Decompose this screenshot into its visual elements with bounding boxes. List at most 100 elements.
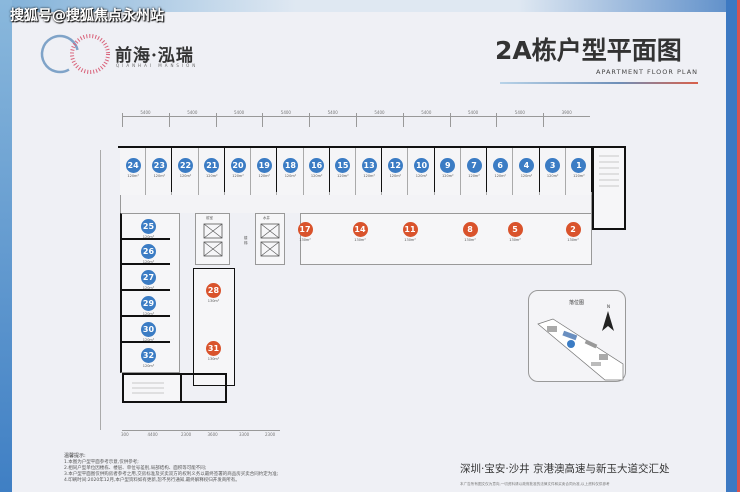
unit-area: 120m² <box>127 174 139 178</box>
unit-area: 120m² <box>142 234 155 239</box>
unit-area: 120m² <box>573 174 585 178</box>
stairwell-east <box>592 146 626 230</box>
right-red-stripe <box>737 0 740 492</box>
unit-badge[interactable]: 32 <box>141 347 156 363</box>
unit-badge[interactable]: 9 <box>440 158 456 173</box>
unit-badge[interactable]: 29 <box>141 295 156 311</box>
unit-area: 120m² <box>153 174 166 178</box>
left-dimension-line <box>100 150 101 430</box>
project-address: 深圳·宝安·沙井 京港澳高速与新玉大道交汇处 <box>460 463 670 475</box>
elevator-icon <box>203 223 223 257</box>
north-arrow-icon <box>602 311 614 331</box>
left-stripe <box>0 0 12 492</box>
unit-badge[interactable]: 11 <box>402 222 418 237</box>
unit-area: 130m² <box>567 238 579 242</box>
unit-badge[interactable]: 8 <box>462 222 478 237</box>
outer-wall <box>118 146 626 148</box>
unit-area: 120m² <box>142 285 155 290</box>
dimension-label: 4400 <box>147 432 158 437</box>
party-wall <box>120 289 170 291</box>
unit-badge[interactable]: 12 <box>387 158 403 173</box>
unit-area: 120m² <box>310 174 323 178</box>
unit-badge[interactable]: 6 <box>492 158 508 173</box>
unit-area: 120m² <box>520 174 533 178</box>
dimension-tick <box>543 113 545 127</box>
dimension-label: 5400 <box>514 110 525 115</box>
unit-badge[interactable]: 21 <box>204 158 220 173</box>
unit-area: 120m² <box>232 174 244 178</box>
disclaimer: 本广告所有图文仅为意向,一切资料请以政府批准的法律文件和买卖合同为准,以上资料仅… <box>460 482 610 486</box>
unit-area: 130m² <box>207 356 220 361</box>
dimension-label: 5400 <box>327 110 338 115</box>
stairs-icon <box>132 382 164 394</box>
unit-badge[interactable]: 4 <box>518 158 534 173</box>
unit-area: 120m² <box>546 174 559 178</box>
unit-area: 120m² <box>142 259 155 264</box>
unit-badge[interactable]: 24 <box>125 158 141 173</box>
unit-badge[interactable]: 18 <box>282 158 298 173</box>
unit-badge[interactable]: 15 <box>335 158 351 173</box>
unit-badge[interactable]: 26 <box>141 243 156 259</box>
unit-badge[interactable]: 17 <box>297 222 313 237</box>
dimension-tick <box>215 113 217 127</box>
unit-badge[interactable]: 27 <box>141 269 156 285</box>
unit-badge[interactable]: 20 <box>230 158 246 173</box>
unit-badge[interactable]: 25 <box>141 218 156 234</box>
unit-badge[interactable]: 28 <box>206 282 221 298</box>
unit-area: 130m² <box>207 298 220 303</box>
dimension-label: 5400 <box>280 110 291 115</box>
locator-title: 落位图 <box>569 300 585 306</box>
dimension-label: 5400 <box>374 110 385 115</box>
dimension-label: 5400 <box>140 110 151 115</box>
unit-badge[interactable]: 14 <box>352 222 368 237</box>
party-wall <box>120 315 170 317</box>
unit-badge[interactable]: 2 <box>565 222 581 237</box>
unit-badge[interactable]: 23 <box>151 158 167 173</box>
unit-badge[interactable]: 31 <box>206 340 221 356</box>
unit-area: 120m² <box>415 174 428 178</box>
corridor <box>120 195 592 213</box>
note-item: 1.本图为户型平面参考示意,仅供参考; <box>64 460 139 465</box>
party-wall <box>120 263 170 265</box>
unit-badge[interactable]: 7 <box>466 158 482 173</box>
dimension-label: 2300 <box>265 432 276 437</box>
unit-badge[interactable]: 1 <box>571 158 587 173</box>
brand-subtitle: QIANHAI MANSION <box>116 63 199 68</box>
watermark: 搜狐号@搜狐焦点永州站 <box>10 8 164 24</box>
unit-badge[interactable]: 19 <box>256 158 272 173</box>
locator-map: 落位图 N <box>528 290 626 382</box>
unit-badge[interactable]: 16 <box>309 158 325 173</box>
party-wall <box>591 148 594 192</box>
north-label: N <box>607 304 610 309</box>
stairs-icon <box>599 155 619 187</box>
elevator-icon <box>260 223 280 257</box>
dimension-label: 300 <box>121 432 129 437</box>
unit-area: 130m² <box>509 238 521 242</box>
unit-badge[interactable]: 22 <box>178 158 194 173</box>
fire-label: 水井 <box>263 216 270 220</box>
unit-badge[interactable]: 10 <box>414 158 430 173</box>
notes-title: 温馨提示: <box>64 453 86 459</box>
notes: 温馨提示: 1.本图为户型平面参考示意,仅供参考; 2.相同户型单位因楼栋、楼层… <box>64 453 278 484</box>
right-stripe <box>726 0 737 492</box>
dimension-tick <box>449 113 451 127</box>
unit-badge[interactable]: 3 <box>545 158 561 173</box>
unit-area: 130m² <box>299 238 311 242</box>
unit-area: 120m² <box>142 363 155 368</box>
unit-badge[interactable]: 13 <box>361 158 377 173</box>
unit-badge[interactable]: 30 <box>141 321 156 337</box>
unit-badge[interactable]: 5 <box>507 222 523 237</box>
top-banner <box>0 0 740 12</box>
unit-area: 120m² <box>468 174 480 178</box>
site-plan-icon <box>537 318 624 381</box>
unit-area: 120m² <box>363 174 375 178</box>
title-underline <box>500 82 698 84</box>
unit-area: 120m² <box>284 174 297 178</box>
dimension-label: 5400 <box>187 110 198 115</box>
unit-area: 120m² <box>442 174 454 178</box>
dimension-tick <box>122 113 123 127</box>
dimension-tick <box>496 113 498 127</box>
party-wall <box>120 238 170 240</box>
unit-area: 120m² <box>206 174 218 178</box>
unit-area: 120m² <box>389 174 402 178</box>
